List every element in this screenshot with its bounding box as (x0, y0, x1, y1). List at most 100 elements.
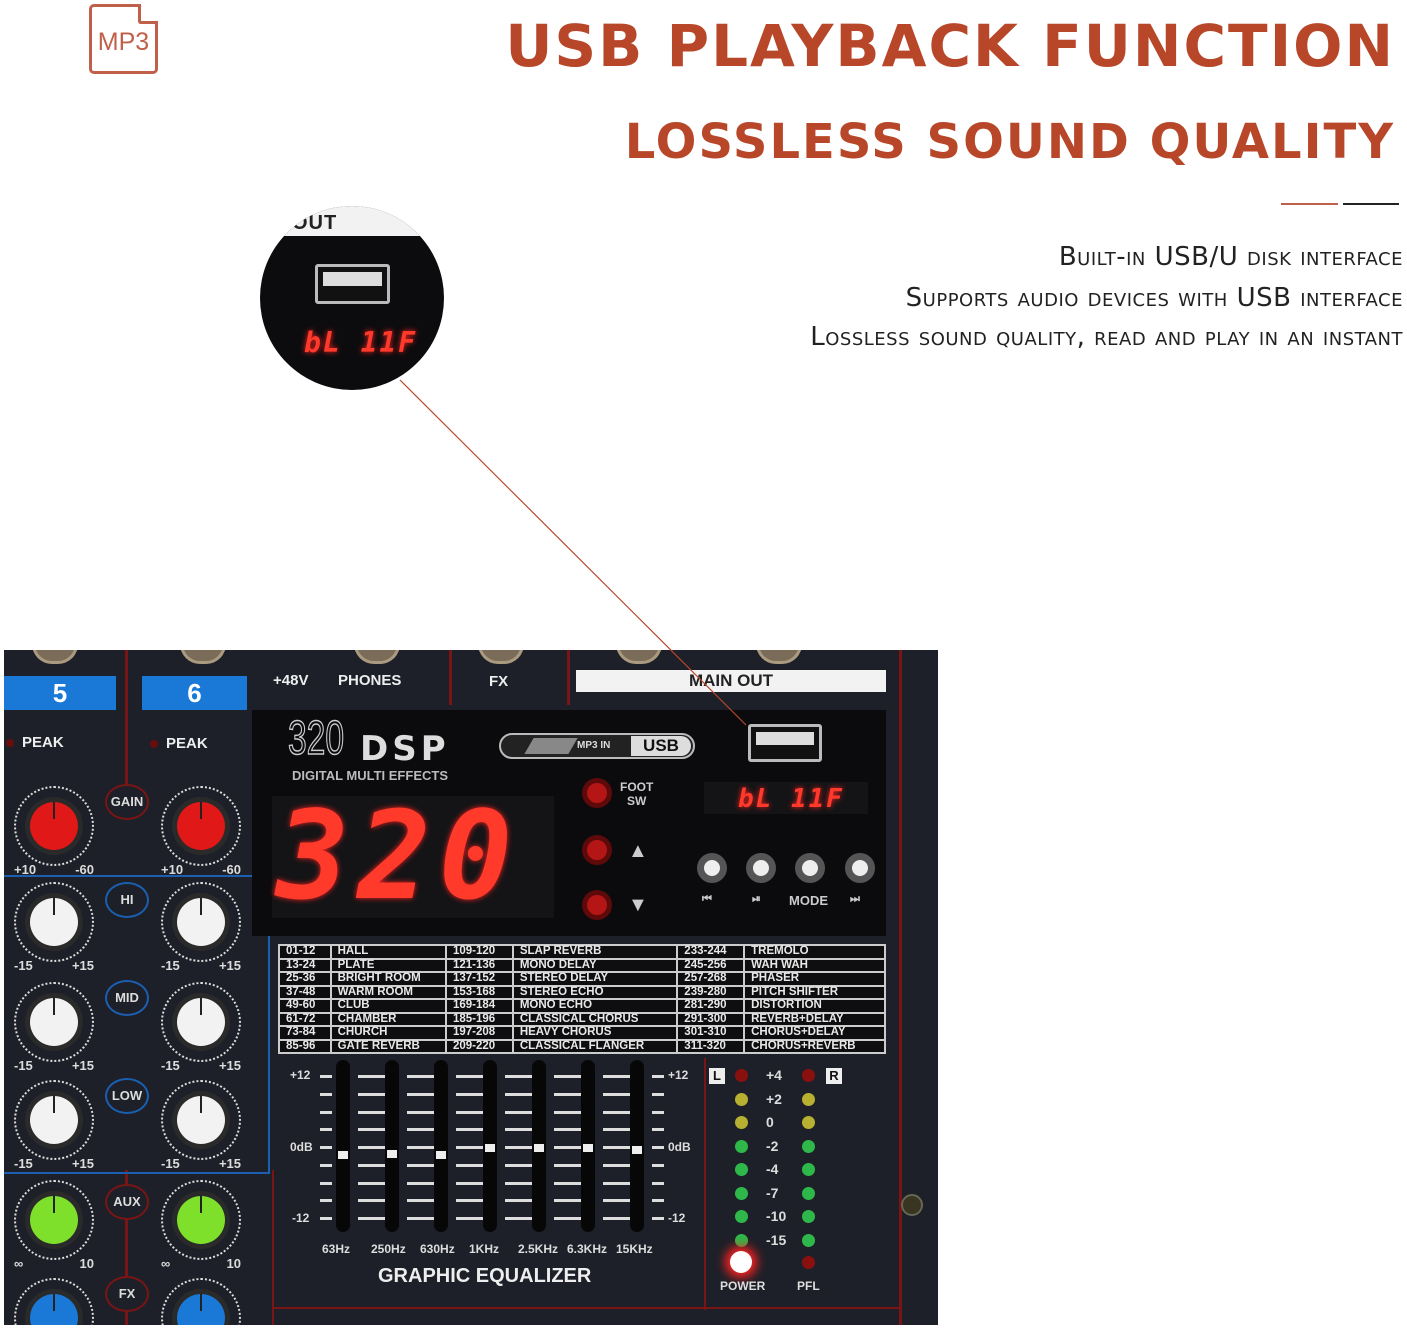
mode-button[interactable] (795, 853, 825, 883)
hi-eq-knob[interactable] (161, 882, 241, 962)
effect-range: 185-196 (444, 1011, 514, 1027)
hi-eq-knob[interactable] (14, 882, 94, 962)
eq-tick (652, 1075, 664, 1078)
effect-down-button[interactable] (582, 890, 612, 920)
usb-port[interactable] (748, 724, 822, 762)
aux-knob[interactable] (161, 1180, 241, 1260)
eq-tick (554, 1199, 586, 1203)
effect-name: CHORUS+DELAY (743, 1025, 886, 1041)
eq-fader-6.3KHz[interactable] (581, 1060, 595, 1232)
meter-led-right (802, 1186, 815, 1200)
meter-led-right (802, 1116, 815, 1129)
effect-name: STEREO ECHO (511, 984, 679, 1000)
play-pause-button[interactable] (746, 853, 776, 883)
feature-line: Lossless sound quality, read and play in… (810, 322, 1403, 352)
feature-line: Built-in USB/U disk interface (1058, 242, 1403, 272)
eq-scale-mid: 0dB (668, 1140, 691, 1154)
jack (354, 650, 400, 664)
mixer-icon (524, 738, 578, 754)
eq-fader-63Hz[interactable] (336, 1060, 350, 1232)
eq-section-border (4, 875, 270, 877)
effect-range: 153-168 (444, 984, 514, 1000)
mp3-in-label: MP3 IN (577, 740, 611, 751)
effect-range: 121-136 (444, 957, 514, 973)
effect-up-button[interactable] (582, 835, 612, 865)
low-eq-knob[interactable] (161, 1080, 241, 1160)
eq-tick (652, 1128, 664, 1132)
effect-name: REVERB+DELAY (743, 1011, 886, 1027)
effect-name: STEREO DELAY (511, 971, 679, 987)
effect-name: CLUB (329, 998, 447, 1014)
eq-tick (320, 1163, 332, 1167)
eq-fader-1KHz[interactable] (483, 1060, 497, 1232)
eq-tick (505, 1163, 537, 1167)
eq-tick (505, 1075, 537, 1078)
effect-range: 85-96 (278, 1038, 332, 1054)
fader-handle (583, 1144, 593, 1153)
knob-cap (176, 897, 226, 947)
eq-fader-250Hz[interactable] (385, 1060, 399, 1232)
mp3-icon-label: MP3 (97, 28, 150, 56)
divider (899, 650, 902, 1325)
eq-tick (407, 1110, 439, 1114)
eq-tick (554, 1092, 586, 1096)
dsp-brand: DSP (360, 729, 450, 769)
meter-led-left (735, 1092, 748, 1106)
eq-tick (456, 1181, 488, 1185)
eq-fader-2.5KHz[interactable] (532, 1060, 546, 1232)
scale-label: +15 (218, 1058, 241, 1073)
gain-knob[interactable] (14, 786, 94, 866)
knob-cap (29, 997, 79, 1047)
eq-fader-15KHz[interactable] (630, 1060, 644, 1232)
dsp-tagline: DIGITAL MULTI EFFECTS (292, 768, 448, 783)
knob-scale: -15+15 (14, 1156, 94, 1171)
eq-tick (456, 1110, 488, 1114)
effect-range: 245-256 (676, 957, 746, 973)
eq-tick (358, 1128, 390, 1132)
page-subtitle: LOSSLESS SOUND QUALITY (624, 114, 1395, 170)
meter-led-left (735, 1233, 748, 1247)
previous-button[interactable] (697, 853, 727, 883)
phones-label: PHONES (338, 672, 402, 689)
mid-label: MID (105, 980, 149, 1016)
foot-switch-button[interactable] (582, 778, 612, 808)
eq-scale-top: +12 (290, 1068, 311, 1082)
eq-scale-bottom: -12 (668, 1211, 686, 1225)
eq-tick (456, 1199, 488, 1203)
gain-label: GAIN (105, 784, 149, 820)
divider-dark (1343, 203, 1399, 205)
effect-name: GATE REVERB (329, 1038, 447, 1054)
meter-level-label: 0 (766, 1114, 774, 1130)
eq-band-label: 2.5KHz (518, 1242, 559, 1256)
effect-name: SLAP REVERB (511, 944, 679, 960)
mp3-usb-badge: MP3 IN USB (499, 733, 695, 759)
next-button[interactable] (845, 853, 875, 883)
knob-cap (29, 1095, 79, 1145)
effect-range: 233-244 (676, 944, 746, 960)
effect-range: 25-36 (278, 971, 332, 987)
dsp-model: 320 (287, 711, 345, 766)
eq-tick (320, 1199, 332, 1203)
usb-label: USB (631, 736, 691, 756)
aux-knob[interactable] (14, 1180, 94, 1260)
eq-fader-630Hz[interactable] (434, 1060, 448, 1232)
low-eq-knob[interactable] (14, 1080, 94, 1160)
fx-knob[interactable] (161, 1278, 241, 1325)
meter-led-left (735, 1163, 748, 1176)
channel-6-label: 6 (142, 676, 247, 710)
fx-knob[interactable] (14, 1278, 94, 1325)
gain-knob[interactable] (161, 786, 241, 866)
scale-label: ∞ (14, 1256, 24, 1271)
mid-eq-knob[interactable] (161, 982, 241, 1062)
meter-led-right (802, 1139, 815, 1153)
mid-eq-knob[interactable] (14, 982, 94, 1062)
meter-led-left (735, 1069, 748, 1082)
pfl-label: PFL (797, 1279, 820, 1293)
eq-tick (505, 1217, 537, 1220)
eq-band-label: 250Hz (371, 1242, 406, 1256)
channel-5-label: 5 (4, 676, 116, 710)
